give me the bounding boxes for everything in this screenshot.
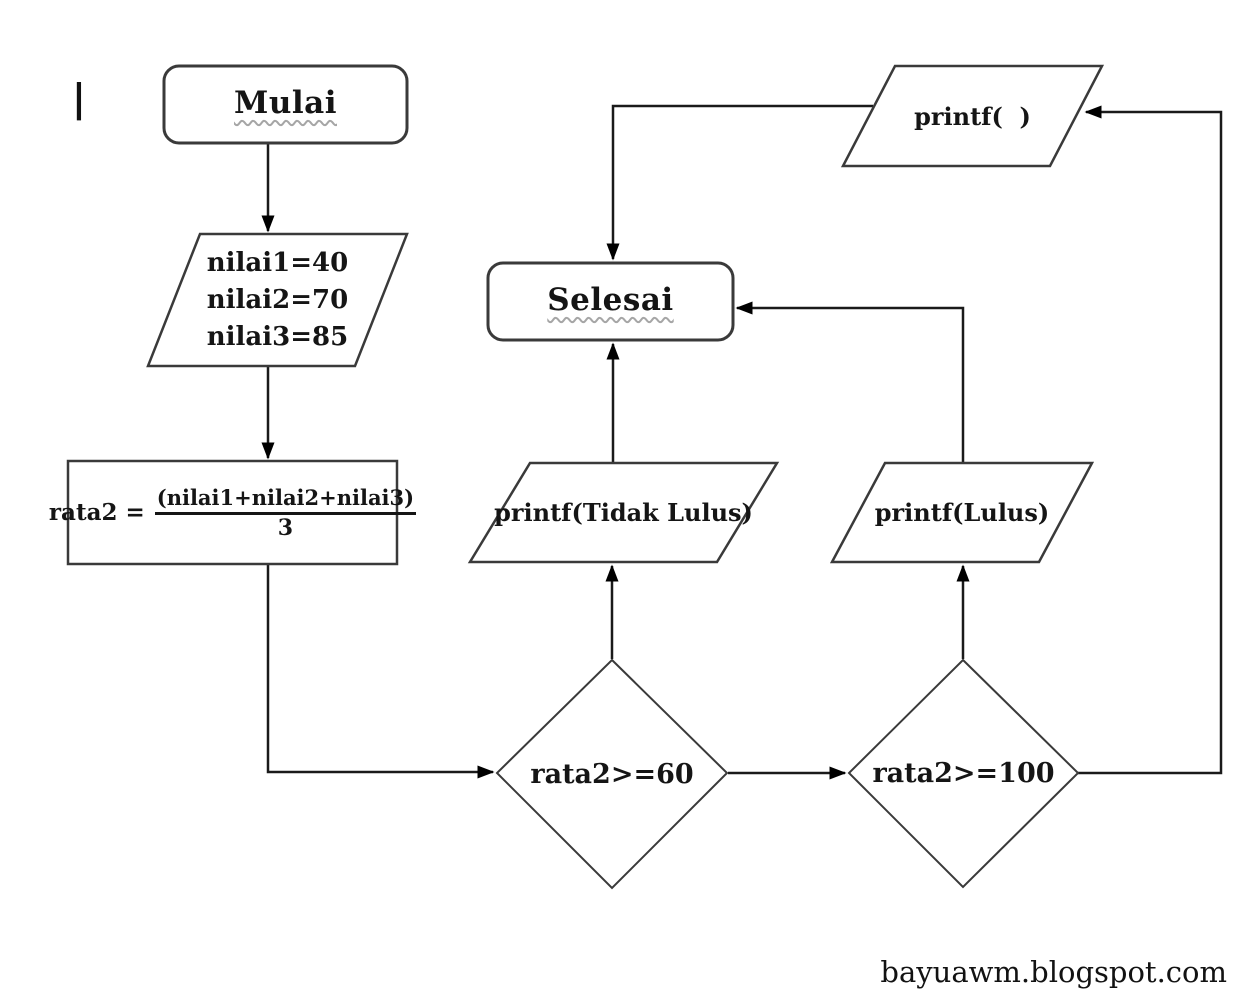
- process-average-shape: [66, 459, 399, 566]
- text-cursor-mark: |: [72, 76, 86, 120]
- terminator-end-shape: [486, 261, 735, 342]
- io-output-pass-shape: [829, 461, 1095, 564]
- decision-pass-shape: [495, 658, 729, 890]
- terminator-start-shape: [162, 64, 409, 145]
- edge-process-to-decision-pass: [266, 564, 495, 779]
- watermark-caption: bayuawm.blogspot.com: [880, 955, 1227, 989]
- edge-decision-perfect-to-output-blank: [1078, 105, 1223, 775]
- decision-perfect-shape: [847, 658, 1080, 889]
- io-output-blank-shape: [840, 64, 1105, 168]
- io-input-shape: [146, 232, 409, 368]
- edge-output-pass-to-end: [735, 301, 965, 462]
- edge-output-blank-to-end: [606, 104, 873, 261]
- io-output-fail-shape: [467, 461, 780, 564]
